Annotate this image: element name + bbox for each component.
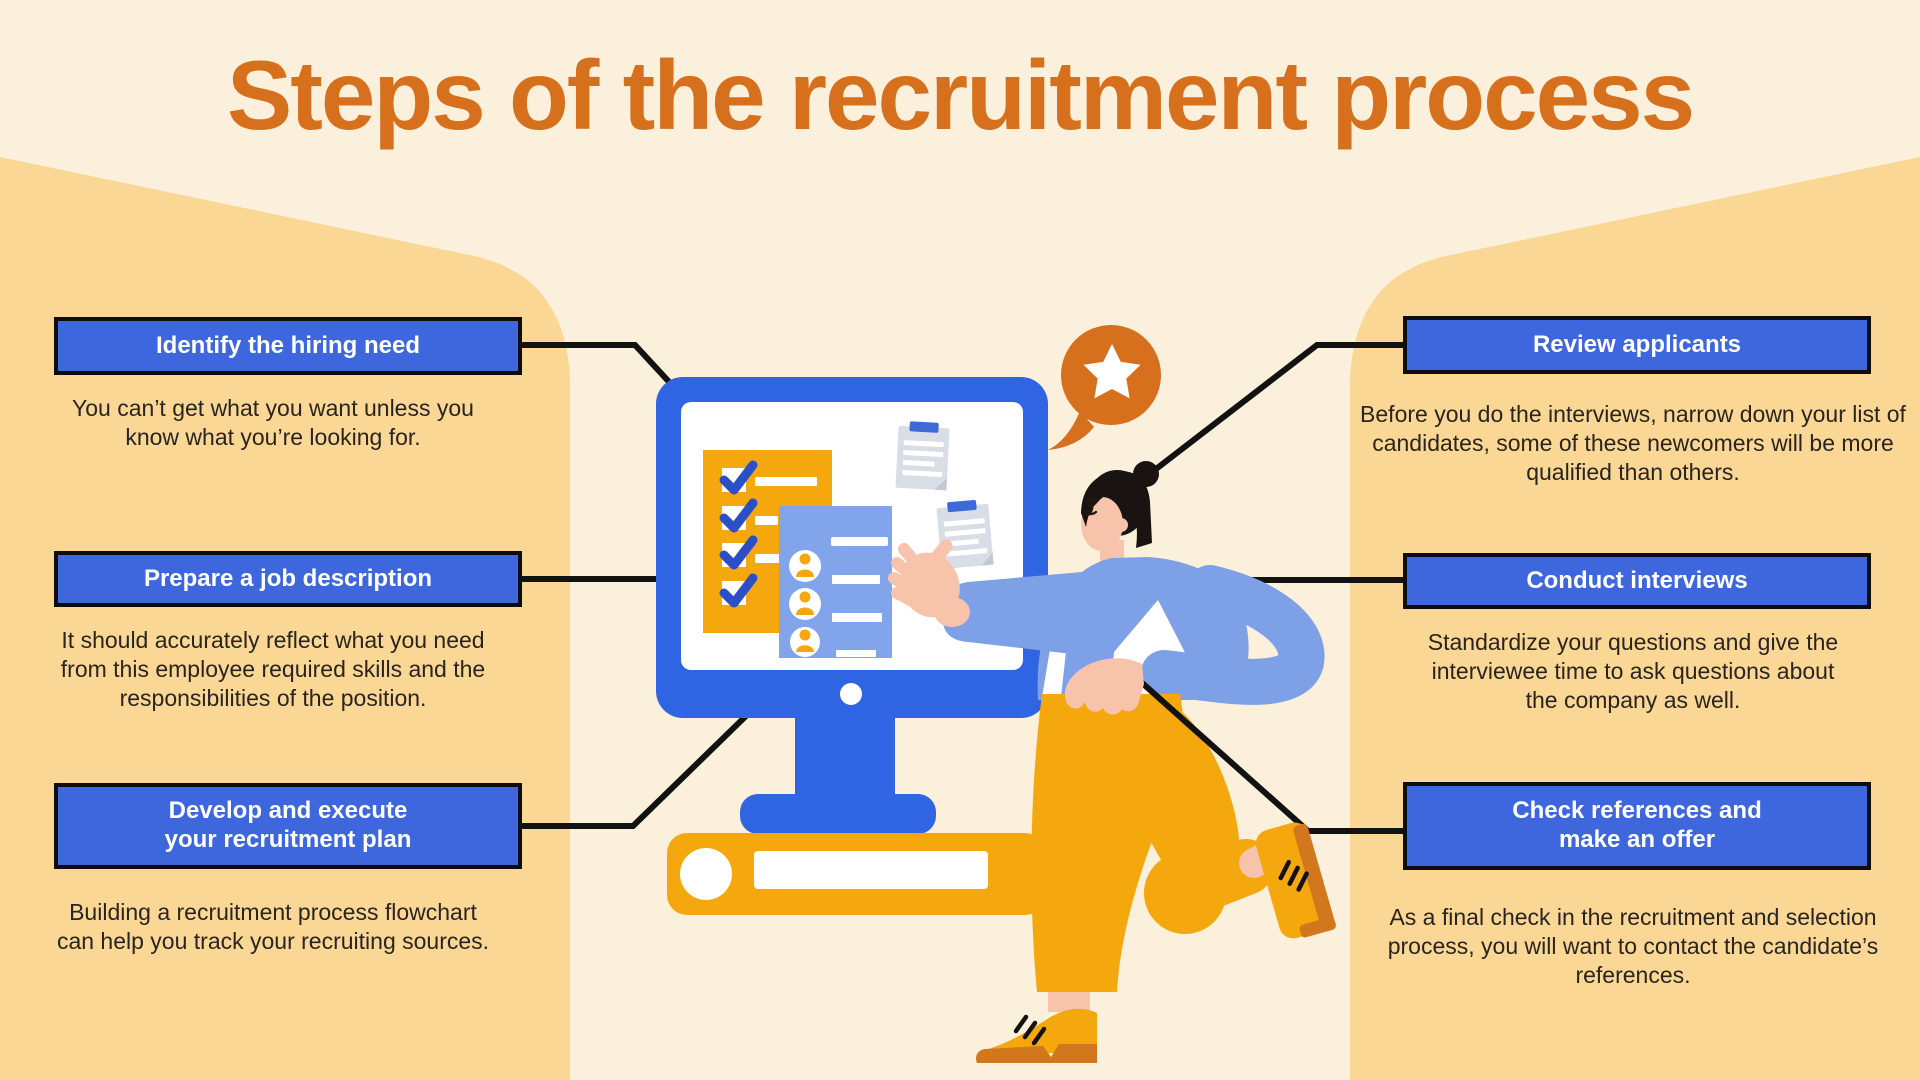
step-box-conduct-interviews: Conduct interviews [1403,553,1871,609]
step-box-prepare-job-description: Prepare a job description [54,551,522,607]
step-description-conduct-interviews: Standardize your questions and give the … [1427,629,1839,713]
face-details [1084,498,1098,517]
recruiter-back-foot [1064,658,1336,939]
monitor-stand-neck [795,715,895,800]
document-icon [936,499,994,569]
step-box-identify-hiring-need: Identify the hiring need [54,317,522,375]
step-box-develop-recruitment-plan: Develop and execute your recruitment pla… [54,783,522,869]
star-icon [1083,344,1141,399]
step-description-prepare-job-description: It should accurately reflect what you ne… [60,627,486,711]
hip-hand [1064,658,1144,715]
step-label: Prepare a job description [143,564,433,592]
connector-line-review [1141,342,1403,482]
star-speech-bubble-icon [1048,325,1161,450]
step-label: Review applicants [1532,330,1742,358]
step-description-review-applicants: Before you do the interviews, narrow dow… [1360,401,1906,485]
step-label: Conduct interviews [1526,566,1748,594]
connector-line-recruitment-plan [522,711,751,829]
hip-arm [1141,565,1325,705]
step-box-review-applicants: Review applicants [1403,316,1871,374]
pointing-arm [943,570,1105,657]
ear [1114,518,1128,532]
keyboard-tray [667,833,1045,915]
pointing-hand [888,539,970,627]
step-label: Develop and execute your recruitment pla… [164,797,412,853]
step-box-check-references-make-offer: Check references and make an offer [1403,782,1871,870]
step-description-check-references: As a final check in the recruitment and … [1387,904,1879,988]
candidate-list-icon [779,506,892,658]
monitor-stand-foot [740,794,936,834]
monitor-button [840,683,862,705]
step-label: Check references and make an offer [1512,797,1762,853]
step-description-identify-hiring-need: You can’t get what you want unless you k… [72,395,474,450]
document-icon [895,421,950,491]
page-title: Steps of the recruitment process [226,40,1695,150]
step-description-develop-recruitment-plan: Building a recruitment process flowchart… [56,899,490,954]
step-label: Identify the hiring need [155,331,420,359]
front-shoe [975,1008,1097,1063]
pants [1031,694,1274,992]
